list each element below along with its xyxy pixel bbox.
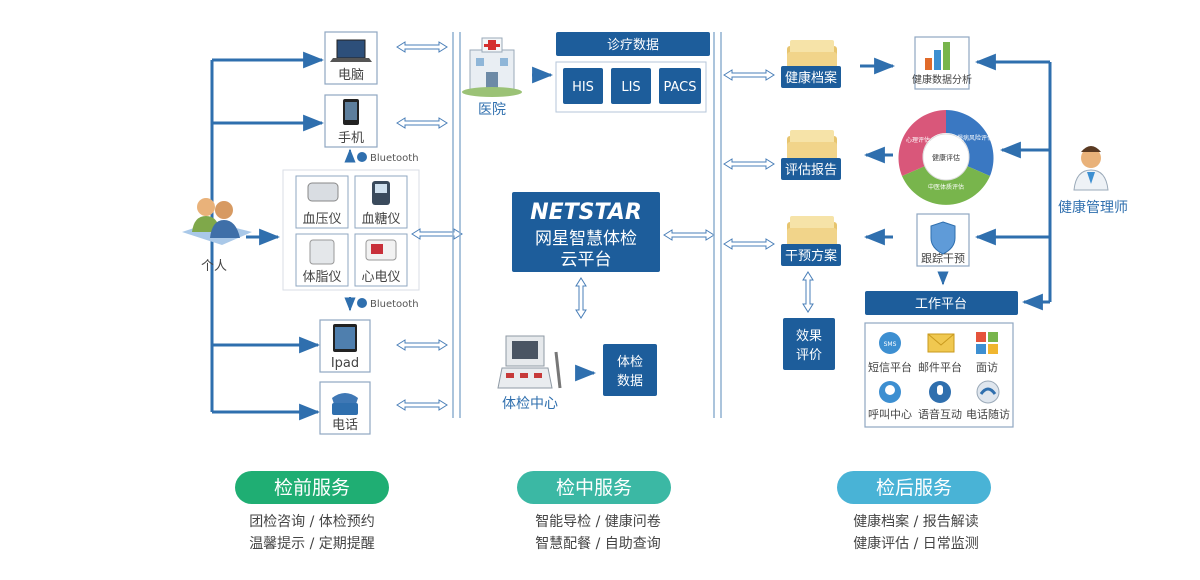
manager-connector-lines [974, 53, 1052, 311]
wheel-seg-chronic: 慢病风险评估 [957, 134, 993, 142]
tool-phone-followup[interactable]: 电话随访 [966, 380, 1010, 421]
exam-center-label: 体检中心 [502, 396, 558, 412]
data-analysis-node[interactable]: 健康数据分析 [912, 36, 972, 90]
assessment-report-node[interactable]: 评估报告 [781, 130, 841, 180]
svg-text:健康档案: 健康档案 [785, 70, 837, 86]
svg-text:评价: 评价 [796, 348, 822, 363]
telephone-label: 电话 [332, 418, 358, 433]
phone-device[interactable]: 手机 [324, 94, 378, 148]
svg-text:工作平台: 工作平台 [915, 297, 967, 312]
right-divider [713, 32, 722, 418]
platform-line2: 云平台 [561, 250, 612, 270]
svg-text:邮件平台: 邮件平台 [918, 360, 962, 374]
body-fat-scale[interactable]: 体脂仪 [295, 233, 349, 287]
svg-text:面访: 面访 [976, 361, 998, 374]
assessment-wheel: 健康评估 慢病风险评估 心理评估 中医体质评估 [898, 110, 994, 205]
svg-text:Bluetooth: Bluetooth [370, 299, 419, 310]
platform-line1: 网星智慧体检 [535, 229, 637, 249]
svg-text:Bluetooth: Bluetooth [370, 153, 419, 164]
svg-text:智能导检 / 健康问卷: 智能导检 / 健康问卷 [535, 513, 661, 530]
follow-up-node[interactable]: 跟踪干预 [916, 213, 970, 267]
platform-exam-arrow [575, 277, 587, 319]
svg-text:效果: 效果 [796, 329, 822, 344]
work-platform-header[interactable]: 工作平台 [865, 291, 1018, 315]
person-icon [182, 198, 252, 245]
svg-text:LIS: LIS [621, 80, 640, 95]
blood-glucose-meter[interactable]: 血糖仪 [354, 175, 408, 229]
health-manager-label: 健康管理师 [1058, 199, 1128, 216]
tool-sms[interactable]: SMS 短信平台 [868, 332, 912, 374]
svg-text:语音互动: 语音互动 [918, 407, 962, 421]
tool-face-visit[interactable]: 面访 [976, 332, 998, 374]
blood-pressure-label: 血压仪 [302, 212, 341, 227]
effect-evaluation-node[interactable]: 效果 评价 [783, 318, 835, 370]
wheel-center: 健康评估 [932, 153, 960, 162]
pc-label: 电脑 [338, 68, 364, 83]
svg-text:跟踪干预: 跟踪干预 [921, 251, 965, 265]
svg-text:短信平台: 短信平台 [868, 360, 912, 374]
tool-call-center[interactable]: 呼叫中心 [868, 381, 912, 421]
svg-text:智慧配餐 / 自助查询: 智慧配餐 / 自助查询 [535, 536, 661, 552]
svg-text:数据: 数据 [617, 374, 643, 389]
pacs-box[interactable]: PACS [659, 68, 701, 104]
blood-pressure-monitor[interactable]: 血压仪 [295, 175, 349, 229]
svg-text:SMS: SMS [884, 341, 897, 348]
left-divider [452, 32, 461, 418]
person-label: 个人 [201, 259, 227, 274]
netstar-platform[interactable]: NETSTAR 网星智慧体检 云平台 [512, 192, 660, 272]
svg-text:PACS: PACS [663, 80, 696, 95]
svg-text:健康数据分析: 健康数据分析 [912, 73, 972, 86]
svg-text:评估报告: 评估报告 [785, 163, 837, 178]
body-fat-label: 体脂仪 [302, 270, 341, 285]
ipad-label: Ipad [331, 356, 359, 371]
exam-data-box[interactable]: 体检 数据 [603, 344, 657, 396]
service-post-exam[interactable]: 检后服务 健康档案 / 报告解读 健康评估 / 日常监测 [837, 471, 991, 552]
svg-text:检前服务: 检前服务 [274, 477, 350, 499]
service-during-exam[interactable]: 检中服务 智能导检 / 健康问卷 智慧配餐 / 自助查询 [517, 471, 671, 552]
blood-glucose-label: 血糖仪 [361, 211, 400, 227]
wheel-seg-tcm: 中医体质评估 [928, 183, 964, 191]
lis-box[interactable]: LIS [611, 68, 651, 104]
svg-text:检后服务: 检后服务 [876, 477, 952, 499]
bluetooth-icon [357, 298, 367, 308]
bluetooth-lower: Bluetooth [344, 297, 419, 312]
svg-text:检中服务: 检中服务 [556, 477, 632, 499]
right-sync-arrows [723, 69, 775, 250]
ecg-monitor[interactable]: 心电仪 [354, 233, 408, 287]
wheel-seg-psych: 心理评估 [906, 136, 930, 144]
ecg-label: 心电仪 [361, 270, 400, 285]
tool-email[interactable]: 邮件平台 [918, 333, 962, 374]
pc-device[interactable]: 电脑 [324, 31, 378, 85]
svg-text:健康档案 / 报告解读: 健康档案 / 报告解读 [853, 513, 979, 530]
svg-text:HIS: HIS [572, 80, 594, 95]
svg-text:电话随访: 电话随访 [966, 407, 1010, 421]
intervention-plan-node[interactable]: 干预方案 [781, 216, 841, 266]
ipad-device[interactable]: Ipad [319, 319, 371, 373]
his-box[interactable]: HIS [563, 68, 603, 104]
bluetooth-upper: Bluetooth [344, 148, 419, 164]
telephone-device[interactable]: 电话 [319, 381, 371, 435]
phone-label: 手机 [338, 131, 364, 146]
hospital-label: 医院 [478, 102, 506, 118]
hospital-icon [462, 37, 522, 97]
svg-text:体检: 体检 [617, 355, 643, 370]
clinical-title: 诊疗数据 [607, 38, 659, 53]
platform-right-arrow [663, 229, 715, 241]
svg-text:团检咨询 / 体检预约: 团检咨询 / 体检预约 [249, 514, 375, 530]
svg-text:温馨提示 / 定期提醒: 温馨提示 / 定期提醒 [249, 536, 375, 552]
health-manager-icon [1073, 146, 1109, 191]
exam-center-icon [497, 335, 562, 389]
plan-effect-arrow [802, 271, 814, 313]
brand-logo: NETSTAR [530, 200, 642, 225]
svg-text:健康评估 / 日常监测: 健康评估 / 日常监测 [853, 535, 979, 552]
tool-voice[interactable]: 语音互动 [918, 381, 962, 421]
svg-text:呼叫中心: 呼叫中心 [868, 408, 912, 421]
bluetooth-icon [357, 152, 367, 162]
service-pre-exam[interactable]: 检前服务 团检咨询 / 体检预约 温馨提示 / 定期提醒 [235, 471, 389, 552]
health-record-node[interactable]: 健康档案 [781, 40, 841, 88]
svg-text:干预方案: 干预方案 [785, 248, 837, 264]
